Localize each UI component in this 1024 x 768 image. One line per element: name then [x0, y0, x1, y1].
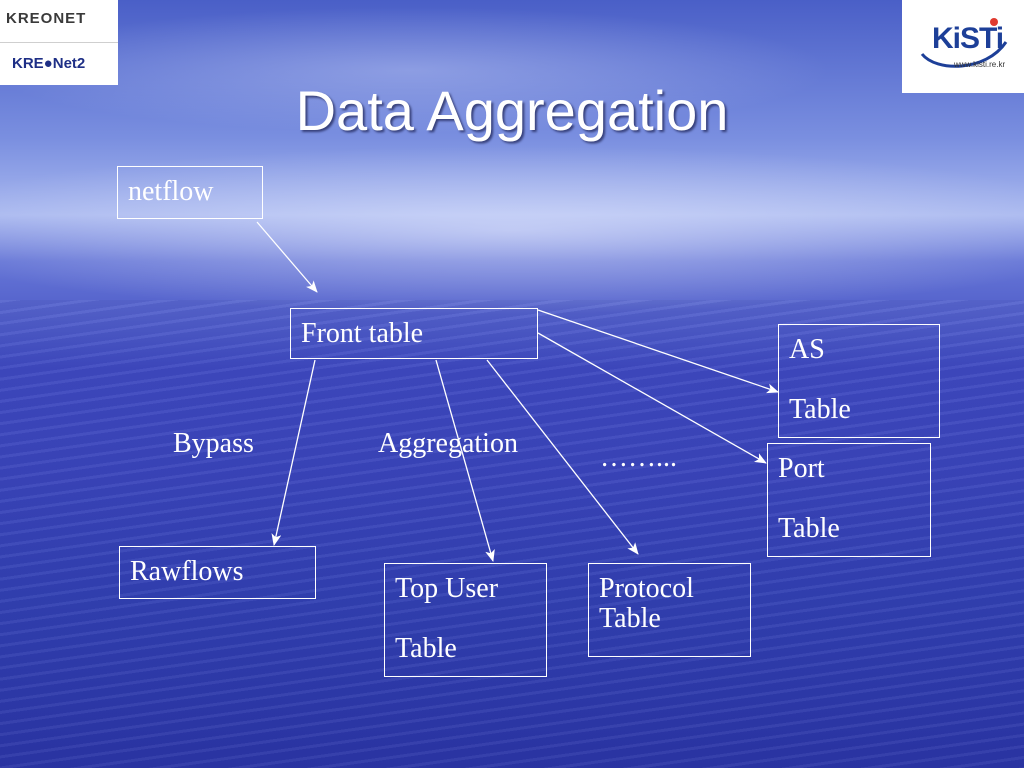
top-user-table-box: Top User Table	[384, 563, 547, 677]
front-table-box: Front table	[290, 308, 538, 359]
kisti-url: www.kisti.re.kr	[954, 60, 1006, 69]
aggregation-label: Aggregation	[378, 428, 518, 459]
rawflows-label: Rawflows	[130, 556, 244, 587]
kisti-logo-text: KiSTi	[932, 22, 1004, 55]
kreonet2-logo-text: KRE●Net2	[12, 55, 86, 72]
bypass-label: Bypass	[173, 428, 254, 459]
rawflows-box: Rawflows	[119, 546, 316, 599]
netflow-box: netflow	[117, 166, 263, 219]
arrow-front-to-port	[537, 332, 767, 464]
top-user-table-line2: Table	[395, 633, 457, 664]
port-table-line2: Table	[778, 513, 840, 544]
ellipsis-label: ……...	[600, 442, 677, 473]
arrow-front-to-protocol	[486, 359, 639, 555]
kreonet-logo: KREONET	[0, 0, 118, 43]
as-table-line1: AS	[789, 334, 825, 365]
netflow-label: netflow	[128, 176, 214, 207]
kisti-logo: KiSTi www.kisti.re.kr	[902, 0, 1024, 93]
protocol-table-line2: Table	[599, 603, 661, 634]
protocol-table-box: Protocol Table	[588, 563, 751, 657]
port-table-line1: Port	[778, 453, 825, 484]
kreonet2-logo: KRE●Net2	[0, 43, 118, 85]
as-table-box: AS Table	[778, 324, 940, 438]
arrow-front-to-topuser	[435, 359, 495, 562]
as-table-line2: Table	[789, 394, 851, 425]
arrow-front-to-rawflows	[271, 359, 316, 546]
kreonet-logo-text: KREONET	[6, 10, 87, 27]
port-table-box: Port Table	[767, 443, 931, 557]
protocol-table-line1: Protocol	[599, 573, 694, 604]
kisti-swoosh-icon	[920, 18, 1008, 68]
arrow-netflow-to-front	[256, 221, 318, 293]
arrow-front-to-as	[537, 309, 779, 394]
front-table-label: Front table	[301, 318, 424, 349]
slide-title: Data Aggregation	[295, 79, 729, 142]
top-user-table-line1: Top User	[395, 573, 499, 604]
